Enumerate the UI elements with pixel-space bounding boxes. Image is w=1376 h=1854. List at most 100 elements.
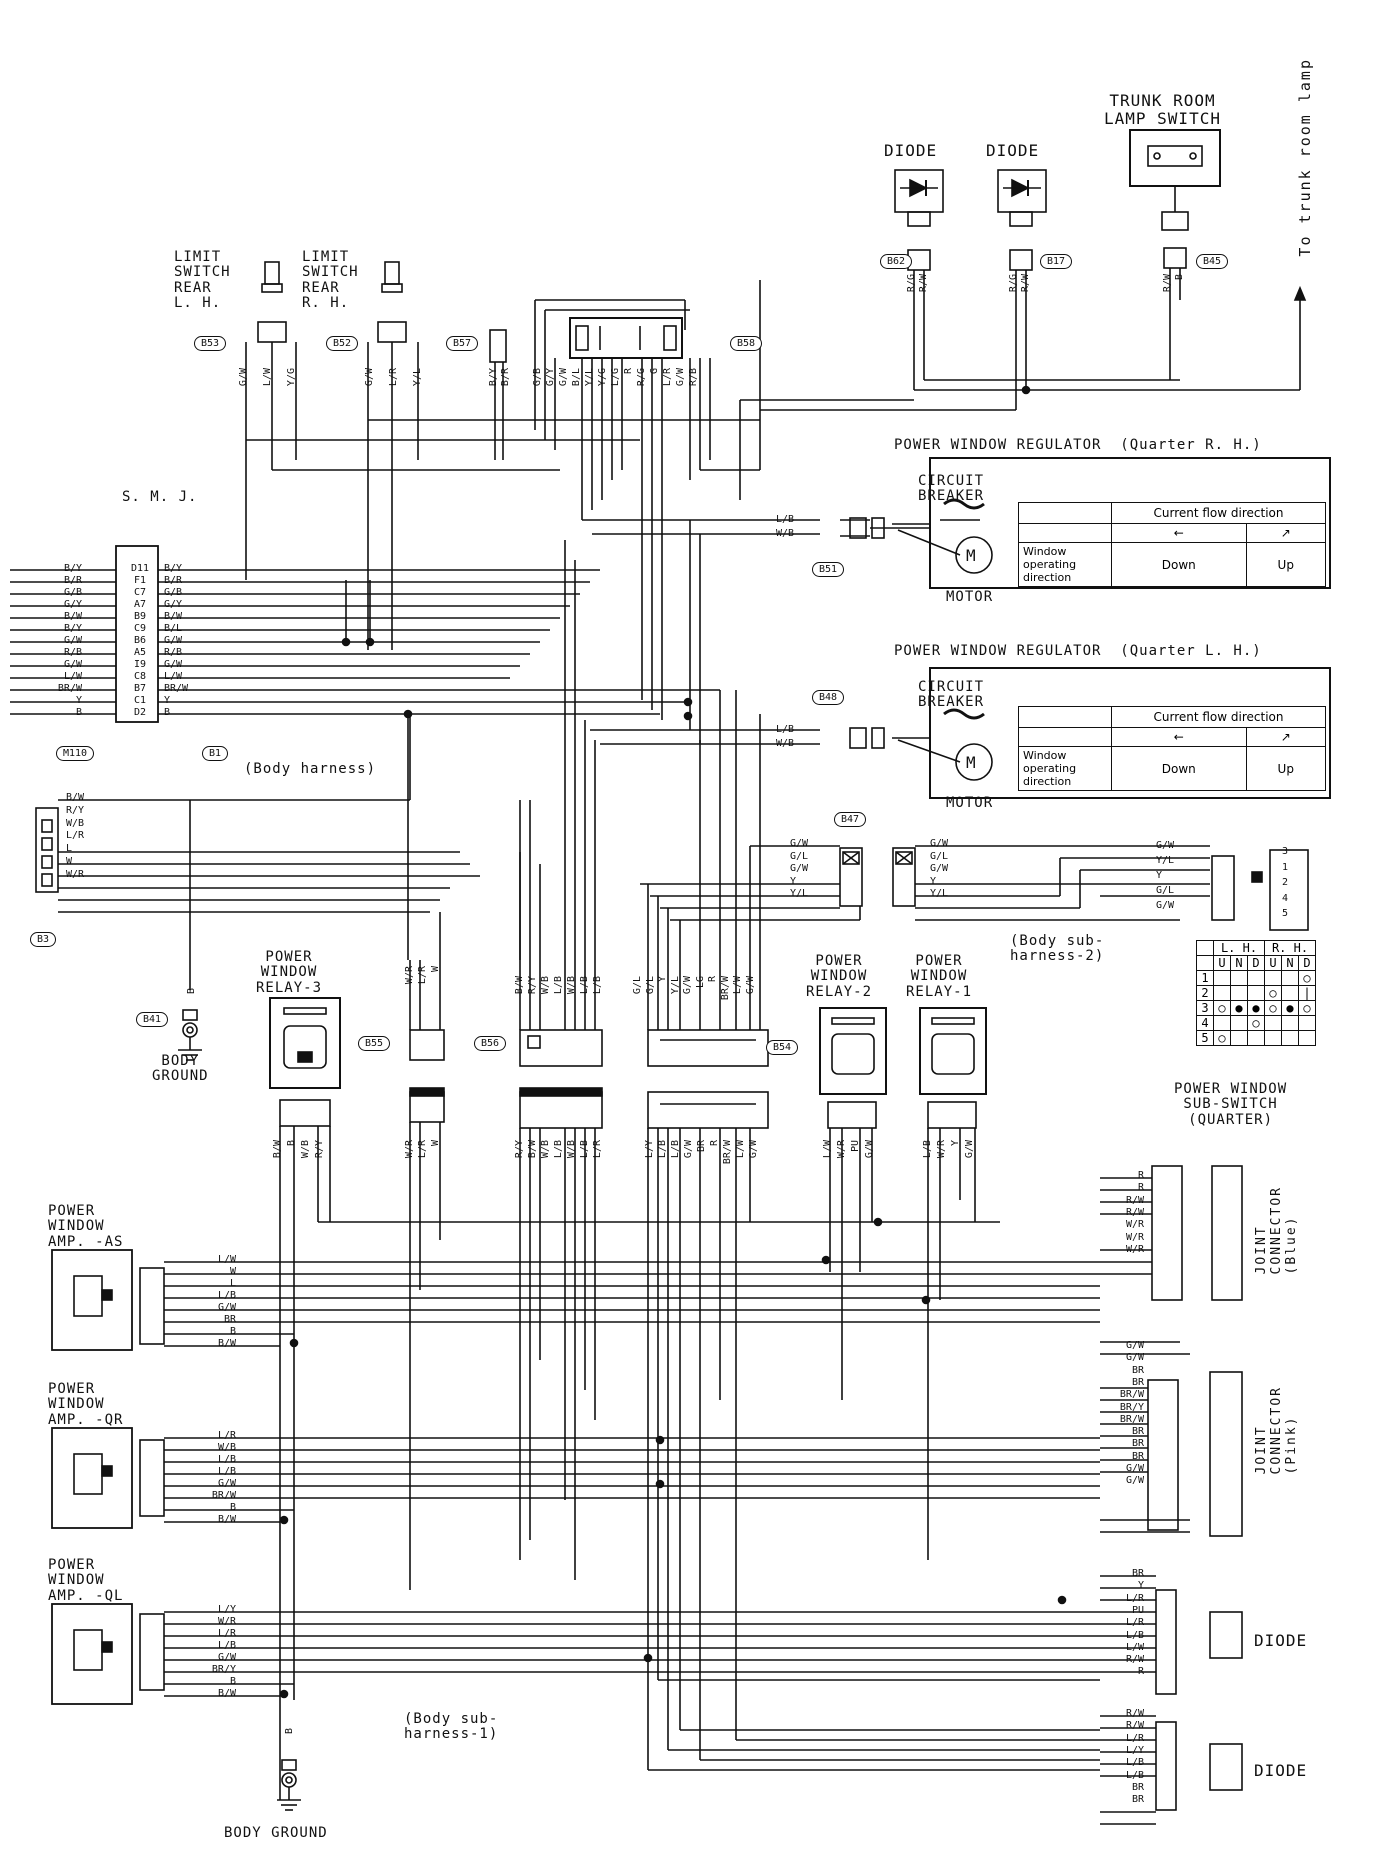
diode1-wire: L/W xyxy=(1125,1641,1144,1653)
flow-table-rh: Current flow direction ←↗ Window operati… xyxy=(1018,502,1327,587)
smj-pin: B6 xyxy=(133,635,147,646)
mid-connectors xyxy=(409,1029,769,1129)
smj-pin: C9 xyxy=(133,623,147,634)
joint-connector-blue: JOINT CONNECTOR (Blue) xyxy=(1254,1186,1299,1275)
smj-right-wire: G/W xyxy=(164,635,183,646)
connector-b47: B47 xyxy=(834,812,867,827)
smj-title: S. M. J. xyxy=(122,489,198,505)
connector-b1: B1 xyxy=(202,746,229,761)
circuit-breaker-rh: CIRCUIT BREAKER xyxy=(918,473,985,505)
joint-connector-pink: JOINT CONNECTOR (Pink) xyxy=(1254,1386,1299,1475)
joint-pink-wire: BR xyxy=(1131,1364,1144,1376)
amp-ql-wire: BR/Y xyxy=(211,1664,236,1675)
b47-right-wire: G/L xyxy=(930,850,949,862)
diode-label-2: DIODE xyxy=(986,141,1040,160)
connector-b57: B57 xyxy=(446,336,479,351)
smj-pin: B9 xyxy=(133,611,147,622)
svg-text:M: M xyxy=(966,753,976,772)
smj-right-wire: B/W xyxy=(164,611,183,622)
ground-wire: B xyxy=(284,1728,295,1735)
joint-pink-wire: G/W xyxy=(1125,1340,1144,1351)
b54-bot-wire: L/B xyxy=(670,1140,681,1159)
relay-3-title: POWER WINDOW RELAY-3 xyxy=(256,949,323,996)
diode1-wire: L/R xyxy=(1125,1592,1144,1604)
b52-wire: Y/L xyxy=(412,368,423,387)
diode-label-4: DIODE xyxy=(1254,1761,1308,1780)
smj-left-wire: G/W xyxy=(63,659,82,670)
b45-wire: B xyxy=(1174,274,1185,281)
amp-boxes xyxy=(51,1249,165,1705)
b55-top-wire: W/R xyxy=(404,966,415,985)
b55-bot-wire: W/R xyxy=(404,1140,415,1159)
diode1-wire: L/B xyxy=(1125,1629,1144,1641)
smj-pin: C8 xyxy=(133,671,147,682)
b58-wire: B/L xyxy=(571,368,582,387)
amp-qr-wire: W/B xyxy=(217,1442,236,1453)
diode2-wire: L/Y xyxy=(1125,1744,1144,1756)
arrow-up-icon: ↗ xyxy=(1245,523,1327,543)
amp-as-wire: L/B xyxy=(217,1290,236,1301)
b54-bot-wire: R xyxy=(709,1140,720,1147)
relay-1-title: POWER WINDOW RELAY-1 xyxy=(906,953,973,1000)
b58-wire: G/W xyxy=(558,368,569,387)
trunk-diode-group xyxy=(894,129,1307,395)
b54-top-wire: LG xyxy=(694,976,706,989)
connector-b3: B3 xyxy=(30,932,57,947)
sw-col: N xyxy=(1230,955,1248,971)
sw-lh-header: L. H. xyxy=(1213,940,1265,956)
b51-wire: W/B xyxy=(776,528,795,539)
b53-wire: L/W xyxy=(262,368,273,387)
relay-2-title: POWER WINDOW RELAY-2 xyxy=(806,953,873,1000)
b41-ground xyxy=(178,1009,202,1061)
smj-left-wire: B xyxy=(75,707,82,718)
relay2-bot-wire: PU xyxy=(850,1140,861,1153)
b52-wire: G/W xyxy=(364,368,375,387)
b58-wire: G/W xyxy=(675,368,686,387)
b47-left-wire: Y xyxy=(790,875,797,887)
connector-b62: B62 xyxy=(880,254,913,269)
joint-pink-wire: BR/W xyxy=(1119,1389,1144,1401)
b56-bot-wire: R/Y xyxy=(514,1140,525,1159)
right-joints xyxy=(648,1165,1243,1825)
joint-blue-wire: R/W xyxy=(1125,1194,1144,1206)
flow-table-lh: Current flow direction ←↗ Window operati… xyxy=(1018,706,1327,791)
b41-wire: B xyxy=(186,988,197,995)
smj-left-wire: G/W xyxy=(63,635,82,646)
b54-top-wire: Y/L xyxy=(669,976,681,995)
b56-bot-wire: B/W xyxy=(527,1140,538,1159)
diode2-wire: BR xyxy=(1131,1794,1144,1806)
smj-pin: I9 xyxy=(133,659,147,670)
b58-wire: Y/L xyxy=(584,368,595,387)
connector-b52: B52 xyxy=(326,336,359,351)
relay3-bot-wire: B xyxy=(286,1140,297,1147)
b47-left-wire: G/W xyxy=(790,838,809,849)
b54-top-wire: BR/W xyxy=(719,976,731,1001)
b56-top-wire: B/W xyxy=(514,976,525,995)
sw-row: 3 xyxy=(1196,1000,1214,1016)
motor-rh: MOTOR xyxy=(946,589,994,605)
smj-pin: A7 xyxy=(133,599,147,610)
connector-m110: M110 xyxy=(56,746,95,761)
svg-text:M: M xyxy=(966,546,976,565)
body-sub-harness-2: (Body sub- harness-2) xyxy=(1010,933,1105,965)
smj-right-wire: B/L xyxy=(164,623,183,634)
smj-left-wire: BR/W xyxy=(57,683,82,694)
subswitch-pin: 3 xyxy=(1282,846,1289,857)
sw-row: 1 xyxy=(1196,970,1214,986)
b47-right-wire: Y/L xyxy=(930,888,949,899)
regulator-lh: M xyxy=(849,667,1331,799)
b54-bot-wire: BR/W xyxy=(722,1140,733,1165)
amp-ql-wire: G/W xyxy=(217,1652,236,1663)
relay1-bot-wire: G/W xyxy=(964,1140,975,1159)
b47-left-wire: G/L xyxy=(790,850,809,862)
sw-row: 5 xyxy=(1196,1030,1214,1046)
b58-wire: G xyxy=(649,368,660,375)
amp-qr-wire: B xyxy=(229,1502,236,1513)
b55-bot-wire: L/R xyxy=(417,1140,428,1159)
diode2-wire: R/W xyxy=(1125,1708,1144,1719)
amp-ql-wire: L/B xyxy=(217,1640,236,1651)
relay-2-body xyxy=(819,1007,887,1129)
amp-as-wire: L xyxy=(229,1278,236,1289)
b57-wire: B/R xyxy=(500,368,511,387)
